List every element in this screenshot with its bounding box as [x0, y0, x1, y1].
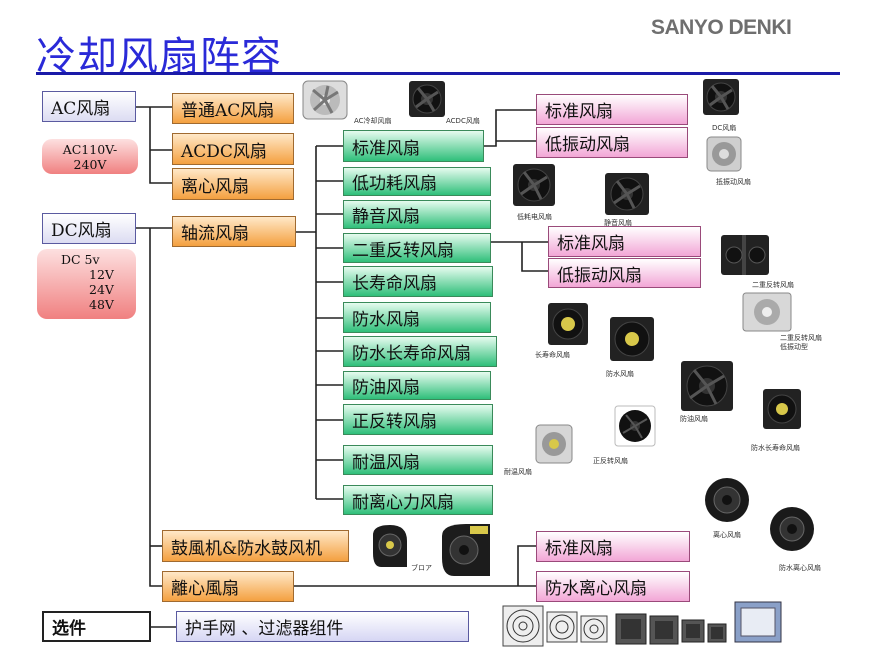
ac-fan-caption: AC冷却风扇 — [354, 117, 392, 125]
oil-proof-fan-caption: 防油风扇 — [680, 415, 708, 423]
general-ac-fan-box[interactable]: 普通AC风扇 — [172, 93, 294, 124]
green-low-power-fan[interactable]: 低功耗风扇 — [343, 167, 491, 196]
low-vibration-fan-image — [706, 136, 742, 172]
green-heat-resistant-fan[interactable]: 耐温风扇 — [343, 445, 493, 475]
pink-standard-fan-3[interactable]: 标准风扇 — [536, 531, 690, 562]
ac-voltage-line1: AC110V- — [62, 142, 118, 157]
centrifugal-fan-image — [705, 478, 749, 522]
waterproof-fan-caption: 防水风扇 — [606, 370, 634, 378]
axial-fan-box[interactable]: 轴流风扇 — [172, 216, 296, 247]
green-counter-rotating-fan[interactable]: 二重反转风扇 — [343, 233, 491, 263]
dc-voltage-line1: DC 5v — [61, 252, 100, 267]
silent-fan-caption: 静音风扇 — [604, 219, 632, 227]
counter-rotating-low-vib-caption-1: 二重反转风扇 — [780, 334, 822, 342]
long-life-fan-image — [548, 303, 588, 345]
dc-fan-image — [703, 79, 739, 115]
options-box[interactable]: 选件 — [42, 611, 151, 642]
heat-resistant-fan-caption: 耐温风扇 — [504, 468, 532, 476]
low-power-fan-caption: 低耗电风扇 — [517, 213, 552, 221]
waterproof-long-life-fan-caption: 防水长寿命风扇 — [751, 444, 800, 452]
dc-voltage-line4: 48V — [89, 297, 114, 312]
counter-rotating-fan-caption: 二重反转风扇 — [752, 281, 794, 289]
dc-fan-box[interactable]: DC风扇 — [42, 213, 136, 244]
green-waterproof-fan[interactable]: 防水风扇 — [343, 302, 491, 333]
pink-low-vibration-fan-1[interactable]: 低振动风扇 — [536, 127, 688, 158]
ac-voltage-line2: 240V — [73, 157, 107, 172]
ac-fan-image — [302, 80, 348, 120]
reversible-fan-caption: 正反转风扇 — [593, 457, 628, 465]
silent-fan-image — [605, 173, 649, 215]
filter-unit-image — [734, 601, 782, 643]
green-oil-proof-fan[interactable]: 防油风扇 — [343, 371, 491, 400]
finger-guard-images — [502, 605, 608, 647]
counter-rotating-low-vib-fan-image — [742, 292, 792, 332]
ac-fan-box[interactable]: AC风扇 — [42, 91, 136, 122]
pink-standard-fan-1[interactable]: 标准风扇 — [536, 94, 688, 125]
blower-caption: ブロア — [411, 564, 432, 572]
heat-resistant-fan-image — [535, 424, 573, 464]
ac-voltage-badge: AC110V- 240V — [42, 139, 138, 174]
low-power-fan-image — [513, 164, 555, 206]
waterproof-centrifugal-fan-caption: 防水离心风扇 — [779, 564, 821, 572]
blower-box[interactable]: 鼓風机&防水鼓风机 — [162, 530, 349, 562]
long-life-fan-caption: 长寿命风扇 — [535, 351, 570, 359]
waterproof-centrifugal-fan-image — [770, 507, 814, 551]
title-divider — [36, 72, 840, 75]
waterproof-fan-image — [610, 317, 654, 361]
green-waterproof-long-life-fan[interactable]: 防水长寿命风扇 — [343, 336, 497, 367]
pink-standard-fan-2[interactable]: 标准风扇 — [548, 226, 701, 257]
blower-image-2 — [442, 524, 490, 576]
dc-fan-caption: DC风扇 — [712, 124, 737, 132]
reversible-fan-image — [614, 405, 656, 447]
green-silent-fan[interactable]: 静音风扇 — [343, 200, 491, 229]
centrifugal-fan-box-2[interactable]: 離心風扇 — [162, 571, 294, 602]
acdc-fan-image — [409, 81, 445, 117]
green-standard-fan[interactable]: 标准风扇 — [343, 130, 484, 162]
filter-kit-images — [615, 613, 727, 645]
counter-rotating-low-vib-caption-2: 低振动型 — [780, 343, 808, 351]
brand-logo: SANYO DENKI — [651, 16, 792, 39]
green-long-life-fan[interactable]: 长寿命风扇 — [343, 266, 493, 297]
centrifugal-fan-box[interactable]: 离心风扇 — [172, 168, 294, 200]
acdc-fan-box[interactable]: ACDC风扇 — [172, 133, 294, 165]
pink-low-vibration-fan-2[interactable]: 低振动风扇 — [548, 258, 701, 288]
dc-voltage-badge: DC 5v 12V 24V 48V — [37, 249, 136, 319]
waterproof-long-life-fan-image — [763, 389, 801, 429]
green-reversible-fan[interactable]: 正反转风扇 — [343, 404, 493, 435]
low-vibration-fan-caption: 抵振动风扇 — [716, 178, 751, 186]
dc-voltage-line3: 24V — [89, 282, 114, 297]
centrifugal-fan-caption: 离心风扇 — [713, 531, 741, 539]
options-value-box[interactable]: 护手网 、过滤器组件 — [176, 611, 469, 642]
oil-proof-fan-image — [681, 361, 733, 411]
blower-image-1 — [373, 525, 407, 567]
green-centrifugal-resistant-fan[interactable]: 耐离心力风扇 — [343, 485, 493, 515]
pink-waterproof-centrifugal-fan[interactable]: 防水离心风扇 — [536, 571, 690, 602]
dc-voltage-line2: 12V — [89, 267, 114, 282]
acdc-fan-caption: ACDC风扇 — [446, 117, 480, 125]
counter-rotating-fan-image — [721, 235, 769, 275]
